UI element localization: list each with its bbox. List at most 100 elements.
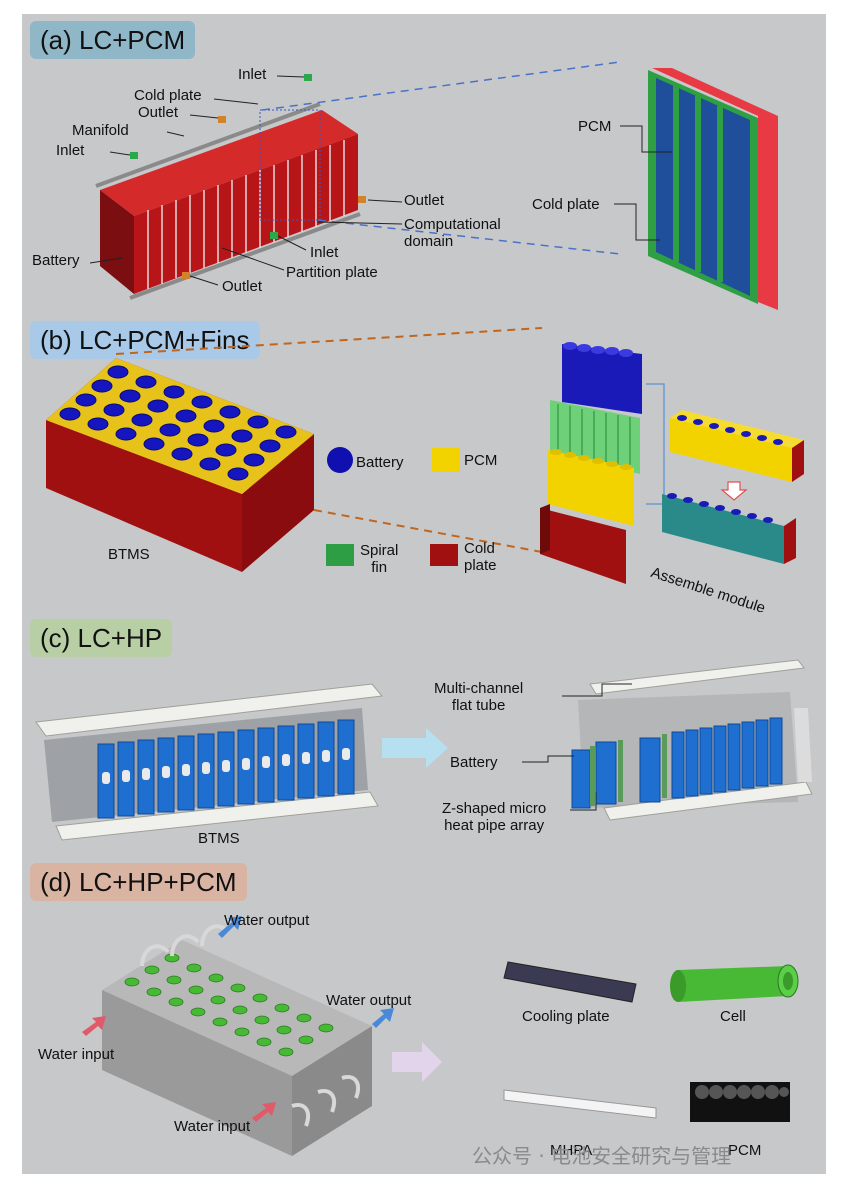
- inlet-connector-left: [130, 152, 138, 159]
- label-cold-plate-legend: Cold plate: [464, 540, 497, 574]
- water-input-arrow-left: [82, 1016, 106, 1036]
- btms-battery-tabs: [102, 748, 350, 784]
- outlet-connector-bottom: [182, 272, 190, 279]
- water-input-arrow-bottom: [252, 1102, 276, 1122]
- water-output-arrow-right: [372, 1008, 394, 1028]
- watermark: 公众号 · 电池安全研究与管理: [472, 1144, 732, 1168]
- label-cell: Cell: [720, 1008, 746, 1025]
- arrow-d: [392, 1042, 442, 1082]
- label-water-input-left: Water input: [38, 1046, 115, 1063]
- detail-fins: [673, 86, 723, 282]
- zoom-line-b-top: [115, 327, 543, 355]
- legend-cold-plate-swatch: [430, 544, 458, 566]
- panel-b-figure: [46, 327, 804, 584]
- panel-b-tag: (b) LC+PCM+Fins: [30, 321, 260, 359]
- water-output-arrow-top: [218, 916, 242, 938]
- module-side: [100, 190, 134, 294]
- label-water-output-top: Water output: [224, 912, 310, 929]
- exploded-batteries: [571, 717, 783, 809]
- detail-red-side: [758, 116, 778, 310]
- zoom-line-bottom: [317, 219, 621, 255]
- exploded-bottom-tube: [603, 781, 813, 821]
- manifold-top: [95, 102, 321, 188]
- label-heat-pipe: Z-shaped micro heat pipe array: [442, 800, 547, 834]
- module-top: [100, 110, 358, 216]
- panel-c: (c) LC+HP BTMS Multi-channel flat: [22, 612, 826, 856]
- panel-a-figure: [89, 61, 778, 310]
- cell-dividers: [147, 140, 345, 289]
- module-d-pipes: [140, 924, 361, 1127]
- pcm-module: [670, 410, 804, 482]
- label-water-input-bottom: Water input: [174, 1118, 251, 1135]
- label-outlet-bottom: Outlet: [222, 278, 263, 295]
- panel-c-figure: [35, 659, 813, 841]
- label-pcm-detail: PCM: [578, 118, 612, 135]
- panel-c-tag: (c) LC+HP: [30, 619, 173, 657]
- inlet-connector-top: [304, 74, 312, 81]
- exploded-top-tube: [589, 659, 805, 695]
- leader-lines-detail: [614, 125, 672, 241]
- label-pcm-d: PCM: [728, 1142, 762, 1159]
- bracket-b: [646, 383, 665, 505]
- label-water-output-right: Water output: [326, 992, 412, 1009]
- legend-pcm-swatch: [432, 448, 460, 472]
- label-computational-domain: Computational domain: [404, 216, 501, 250]
- label-cold-plate: Cold plate: [134, 87, 202, 104]
- label-cold-plate-detail: Cold plate: [532, 196, 600, 213]
- label-inlet-left: Inlet: [56, 142, 85, 159]
- label-manifold: Manifold: [72, 122, 129, 139]
- label-battery: Battery: [32, 252, 80, 269]
- btms-cells: [59, 365, 297, 481]
- exploded-pcm-layer: [548, 449, 634, 526]
- assemble-arrow: [720, 481, 748, 501]
- label-partition-plate: Partition plate: [286, 264, 378, 281]
- label-pcm-legend: PCM: [464, 452, 498, 469]
- label-multi-channel: Multi-channel flat tube: [434, 680, 524, 714]
- label-inlet-bottom: Inlet: [310, 244, 339, 261]
- label-btms-b: BTMS: [108, 546, 150, 563]
- label-spiral-fin-legend: Spiral fin: [360, 542, 399, 576]
- label-btms-c: BTMS: [198, 830, 240, 847]
- label-battery-c: Battery: [450, 754, 498, 771]
- exploded-end-plate: [794, 708, 812, 782]
- computational-domain-box: [259, 109, 321, 221]
- leader-lines-c: [522, 683, 632, 811]
- detail-pcm: [656, 78, 750, 296]
- detail-top-edge: [652, 68, 778, 116]
- label-mhpa: MHPA: [550, 1142, 593, 1159]
- label-battery-legend: Battery: [356, 454, 404, 471]
- inlet-connector-bottom: [270, 232, 278, 239]
- outlet-connector-top: [218, 116, 226, 123]
- leader-lines-a: [89, 75, 403, 286]
- btms-top-tube: [35, 683, 383, 737]
- btms-bottom-tube: [55, 791, 379, 841]
- label-outlet-top: Outlet: [138, 104, 179, 121]
- label-outlet-right: Outlet: [404, 192, 445, 209]
- exploded-cold-plate-layer: [540, 504, 626, 584]
- assembled-module: [662, 493, 796, 564]
- legend-spiral-fin-swatch: [326, 544, 354, 566]
- label-cooling-plate: Cooling plate: [522, 1008, 610, 1025]
- panel-d-tag: (d) LC+HP+PCM: [30, 863, 247, 901]
- arrow-c: [382, 728, 448, 768]
- module-d-cells: [124, 953, 334, 1057]
- panel-a-tag: (a) LC+PCM: [30, 21, 196, 59]
- legend-battery-swatch: [327, 447, 353, 473]
- btms-right: [242, 434, 314, 572]
- cell-part: [670, 964, 799, 1002]
- panel-d: (d) LC+HP+PCM W: [22, 856, 826, 1174]
- mhpa-part: [503, 1089, 657, 1119]
- pcm-part: [690, 1082, 790, 1122]
- outlet-connector-right: [358, 196, 366, 203]
- panel-a: (a) LC+PCM: [22, 14, 826, 314]
- zoom-line-top: [261, 61, 621, 111]
- btms-front: [46, 420, 242, 572]
- panel-d-figure: [82, 916, 799, 1156]
- panel-b: (b) LC+PCM+Fins: [22, 314, 826, 617]
- module-d-front: [102, 990, 292, 1156]
- cooling-plate-part: [503, 961, 637, 1003]
- label-inlet-top: Inlet: [238, 66, 267, 83]
- zoom-line-b-bottom: [313, 509, 543, 553]
- heat-pipe-plates: [590, 734, 667, 806]
- exploded-battery-layer: [562, 342, 642, 414]
